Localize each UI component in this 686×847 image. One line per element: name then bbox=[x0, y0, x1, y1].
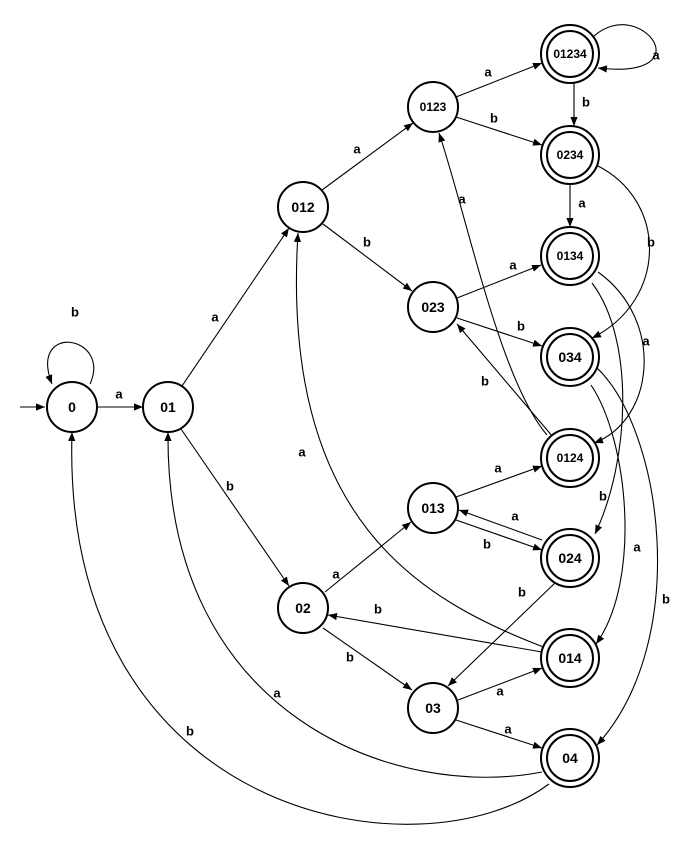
edge-012-023 bbox=[322, 223, 413, 292]
state-label: 024 bbox=[558, 550, 582, 566]
edge-label: b bbox=[582, 94, 590, 109]
state-0124-accepting: 0124 bbox=[540, 428, 600, 488]
edge-023-0134 bbox=[456, 264, 542, 299]
edge-0134-0124 bbox=[593, 271, 645, 444]
state-01: 01 bbox=[142, 381, 194, 433]
edge-023-034 bbox=[456, 317, 543, 347]
edge-label: a bbox=[652, 47, 660, 62]
edge-014-012 bbox=[293, 232, 547, 649]
state-label: 012 bbox=[291, 199, 315, 215]
state-023: 023 bbox=[407, 281, 459, 333]
edge-label: a bbox=[633, 539, 641, 554]
state-012: 012 bbox=[277, 181, 329, 233]
edge-label: b bbox=[662, 591, 670, 606]
edge-04-01 bbox=[164, 431, 543, 778]
edge-label: b bbox=[599, 488, 607, 503]
edge-04-0 bbox=[68, 431, 550, 825]
edge-024-03 bbox=[447, 581, 557, 687]
nodes: 0 01 012 02 0123 023 013 03 01234 0234 0… bbox=[46, 24, 600, 788]
state-label: 014 bbox=[558, 650, 582, 666]
edge-013-024 bbox=[455, 519, 543, 551]
edge-labels: b a a b a b a b a b a b a b a b a b a b … bbox=[71, 47, 670, 738]
edge-label: b bbox=[483, 536, 491, 551]
edge-034-04 bbox=[596, 367, 659, 746]
edge-01-02 bbox=[180, 428, 290, 587]
state-0234-accepting: 0234 bbox=[540, 125, 600, 185]
edge-label: a bbox=[504, 721, 512, 736]
edge-label: b bbox=[490, 110, 498, 125]
edge-label: b bbox=[481, 373, 489, 388]
edge-label: a bbox=[353, 141, 361, 156]
edge-012-0123 bbox=[321, 122, 414, 191]
edge-034-014 bbox=[590, 384, 626, 645]
state-label: 01234 bbox=[553, 47, 587, 61]
edge-01234-01234 bbox=[593, 24, 657, 73]
state-label: 03 bbox=[425, 700, 441, 716]
state-014-accepting: 014 bbox=[540, 628, 600, 688]
state-label: 02 bbox=[295, 600, 311, 616]
state-024-accepting: 024 bbox=[540, 528, 600, 588]
edge-label: a bbox=[484, 64, 492, 79]
edge-label: b bbox=[71, 304, 79, 319]
edge-03-04 bbox=[455, 719, 543, 749]
state-01234-accepting: 01234 bbox=[540, 24, 600, 84]
state-0134-accepting: 0134 bbox=[540, 226, 600, 286]
state-label: 01 bbox=[160, 399, 176, 415]
edge-label: b bbox=[374, 601, 382, 616]
state-02: 02 bbox=[277, 582, 329, 634]
edge-label: a bbox=[211, 309, 219, 324]
edge-label: b bbox=[186, 723, 194, 738]
state-04-accepting: 04 bbox=[540, 728, 600, 788]
state-label: 0134 bbox=[557, 249, 584, 263]
state-0: 0 bbox=[46, 381, 98, 433]
edge-label: a bbox=[511, 508, 519, 523]
state-label: 04 bbox=[562, 750, 578, 766]
edge-label: a bbox=[298, 444, 306, 459]
state-03: 03 bbox=[407, 682, 459, 734]
edge-01-012 bbox=[181, 227, 290, 387]
state-label: 0124 bbox=[557, 451, 584, 465]
edge-02-013 bbox=[324, 521, 412, 593]
edge-label: b bbox=[226, 478, 234, 493]
edge-label: b bbox=[647, 234, 655, 249]
edge-label: a bbox=[332, 566, 340, 581]
edge-0124-0123 bbox=[438, 132, 548, 436]
edge-0123-01234 bbox=[455, 62, 543, 98]
edge-label: a bbox=[273, 685, 281, 700]
edge-024-013 bbox=[458, 509, 543, 541]
edge-label: a bbox=[494, 460, 502, 475]
edge-label: b bbox=[518, 584, 526, 599]
edge-02-03 bbox=[322, 627, 413, 691]
edge-label: a bbox=[458, 191, 466, 206]
edge-label: a bbox=[509, 257, 517, 272]
state-label: 0123 bbox=[420, 100, 447, 114]
state-034-accepting: 034 bbox=[540, 327, 600, 387]
edge-label: a bbox=[115, 386, 123, 401]
edge-label: b bbox=[363, 234, 371, 249]
edge-013-0124 bbox=[455, 465, 543, 498]
state-0123: 0123 bbox=[407, 81, 459, 133]
edges bbox=[20, 24, 659, 825]
edge-label: a bbox=[642, 333, 650, 348]
state-label: 0 bbox=[68, 399, 76, 415]
edge-label: a bbox=[578, 195, 586, 210]
edge-label: b bbox=[517, 318, 525, 333]
state-label: 013 bbox=[421, 500, 445, 516]
edge-014-02 bbox=[327, 612, 543, 653]
state-013: 013 bbox=[407, 482, 459, 534]
state-label: 0234 bbox=[557, 148, 584, 162]
edge-label: a bbox=[496, 683, 504, 698]
edge-label: b bbox=[346, 649, 354, 664]
state-label: 034 bbox=[558, 349, 582, 365]
edge-03-014 bbox=[457, 667, 543, 701]
edge-0124-023 bbox=[456, 323, 554, 438]
state-label: 023 bbox=[421, 299, 445, 315]
edge-0123-0234 bbox=[455, 116, 543, 146]
edge-0-0 bbox=[45, 341, 95, 385]
edge-0234-034 bbox=[591, 164, 650, 339]
